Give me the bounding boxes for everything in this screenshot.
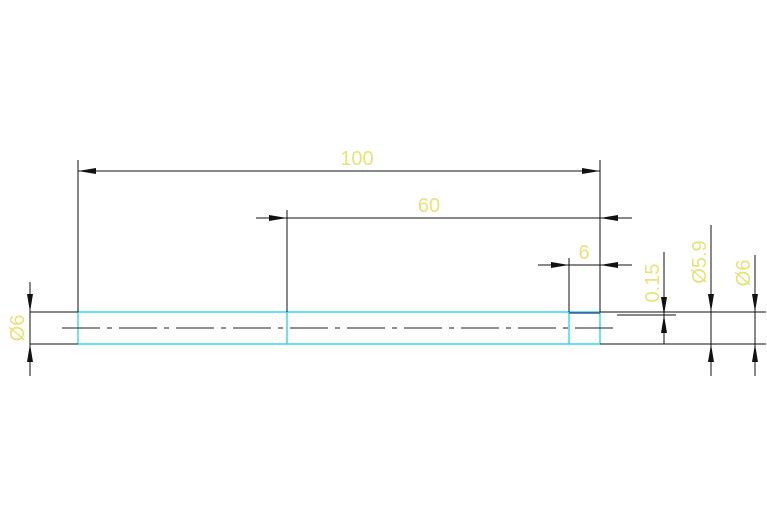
dimension-label-dia-6-left: Ø6	[7, 315, 29, 342]
arrowhead-right	[600, 262, 618, 268]
arrowhead-right	[600, 215, 618, 221]
arrowhead-left	[78, 168, 96, 174]
dimension-groove-diameter: Ø5.9	[689, 225, 714, 376]
arrowhead-bottom	[752, 344, 758, 362]
arrowhead-bottom	[708, 344, 714, 362]
dimension-groove-depth: 0.15	[642, 252, 667, 344]
dimension-overall-length: 100	[77, 148, 601, 312]
dimension-right-diameter: Ø6	[733, 255, 758, 376]
dimension-groove-width: 6	[538, 242, 632, 312]
dimension-label-60: 60	[418, 195, 440, 217]
arrowhead-top	[708, 294, 714, 312]
arrowhead-bottom	[27, 344, 33, 362]
arrowhead-top	[661, 297, 667, 315]
dimension-label-dia-6-right: Ø6	[733, 260, 755, 287]
dimension-left-diameter: Ø6	[7, 282, 78, 376]
arrowhead-bottom	[661, 315, 667, 333]
arrowhead-left	[551, 262, 569, 268]
arrowhead-right	[582, 168, 600, 174]
dimension-label-6: 6	[578, 242, 589, 264]
arrowhead-top	[27, 294, 33, 312]
arrowhead-top	[752, 294, 758, 312]
dimension-label-dia-5-9: Ø5.9	[689, 240, 711, 283]
arrowhead-left	[269, 215, 287, 221]
right-extension-lines	[600, 311, 766, 345]
dimension-label-100: 100	[340, 148, 373, 170]
dimension-mid-length: 60	[256, 195, 632, 312]
dimension-label-0-15: 0.15	[642, 264, 664, 303]
